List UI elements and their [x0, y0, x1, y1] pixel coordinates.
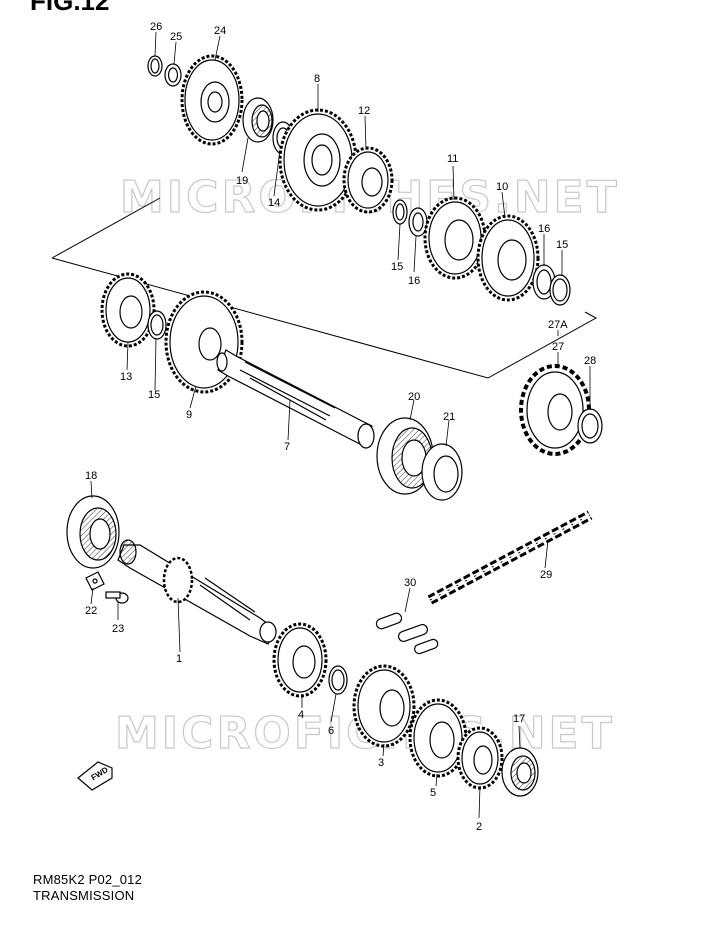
part-4-gear[interactable]: [272, 622, 328, 698]
part-7-countershaft[interactable]: [216, 349, 375, 449]
part-3-gear[interactable]: [352, 664, 416, 748]
callout-10: 10: [496, 181, 508, 193]
part-18-bearing[interactable]: [66, 495, 120, 569]
part-29-drive-chain[interactable]: [427, 510, 593, 605]
callout-27: 27: [552, 341, 564, 353]
part-19-needle-bearing[interactable]: [242, 97, 274, 143]
figure-title: FIG.12: [30, 0, 110, 16]
callout-8: 8: [314, 73, 320, 85]
callout-23: 23: [112, 623, 124, 635]
part-20-bearing[interactable]: [376, 417, 434, 495]
callout-22: 22: [85, 605, 97, 617]
callout-14: 14: [268, 197, 280, 209]
callout-28: 28: [584, 355, 596, 367]
shaft-group-outline: [51, 197, 598, 379]
callout-6: 6: [328, 725, 334, 737]
callout-9: 9: [186, 409, 192, 421]
callout-12: 12: [358, 105, 370, 117]
part-2-gear[interactable]: [456, 726, 504, 790]
callout-4: 4: [298, 709, 304, 721]
callout-17: 17: [513, 713, 525, 725]
callout-11: 11: [447, 153, 458, 165]
callout-1: 1: [176, 653, 182, 665]
part-15-circlip-upper[interactable]: [392, 199, 408, 225]
part-15-circlip-right[interactable]: [549, 274, 571, 306]
callout-20: 20: [408, 391, 420, 403]
part-8-gear[interactable]: [278, 108, 358, 212]
callout-21: 21: [443, 411, 455, 423]
part-23-bolt[interactable]: [105, 591, 129, 604]
part-26-circlip[interactable]: [147, 55, 163, 77]
callout-labels: 26 25 24 8 12 19 14 11 10 16 15 15 16 27…: [85, 21, 596, 833]
callout-26: 26: [150, 21, 162, 33]
part-21-oil-seal[interactable]: [421, 443, 463, 501]
part-28-circlip[interactable]: [577, 408, 603, 444]
part-25-washer[interactable]: [164, 63, 182, 87]
fwd-arrow-icon: FWD: [77, 761, 113, 791]
part-11-gear[interactable]: [423, 196, 487, 280]
callout-19: 19: [236, 175, 248, 187]
part-13-gear[interactable]: [100, 272, 156, 348]
callout-13: 13: [120, 371, 132, 383]
part-27-engine-sprocket[interactable]: [519, 364, 591, 456]
part-16-washer-left[interactable]: [408, 207, 428, 237]
part-1-mainshaft[interactable]: [117, 539, 277, 645]
part-24-gear[interactable]: [180, 54, 244, 146]
callout-24: 24: [214, 25, 226, 37]
callout-3: 3: [378, 757, 384, 769]
callout-27a: 27A: [548, 319, 568, 331]
callout-2: 2: [476, 821, 482, 833]
callout-29: 29: [540, 569, 552, 581]
callout-7: 7: [284, 441, 290, 453]
part-17-bearing[interactable]: [501, 747, 539, 797]
callout-15-right: 15: [556, 239, 568, 251]
callout-30: 30: [404, 577, 416, 589]
callout-25: 25: [170, 31, 182, 43]
leader-lines: [90, 31, 591, 819]
part-5-gear[interactable]: [408, 698, 468, 778]
callout-16-right: 16: [538, 223, 550, 235]
part-15-circlip-left[interactable]: [147, 310, 167, 340]
callout-18: 18: [85, 470, 97, 482]
part-10-gear[interactable]: [476, 214, 540, 302]
callout-5: 5: [430, 787, 436, 799]
figure-name: TRANSMISSION: [33, 888, 135, 903]
part-22-bearing-retainer[interactable]: [85, 571, 105, 591]
part-30-chain-joint[interactable]: [375, 612, 439, 655]
part-6-circlip[interactable]: [328, 665, 348, 695]
callout-15-left: 15: [148, 389, 160, 401]
part-12-gear[interactable]: [342, 146, 394, 214]
callout-16-left: 16: [408, 275, 420, 287]
callout-15-upper: 15: [391, 261, 403, 273]
figure-code: RM85K2 P02_012: [33, 872, 143, 887]
